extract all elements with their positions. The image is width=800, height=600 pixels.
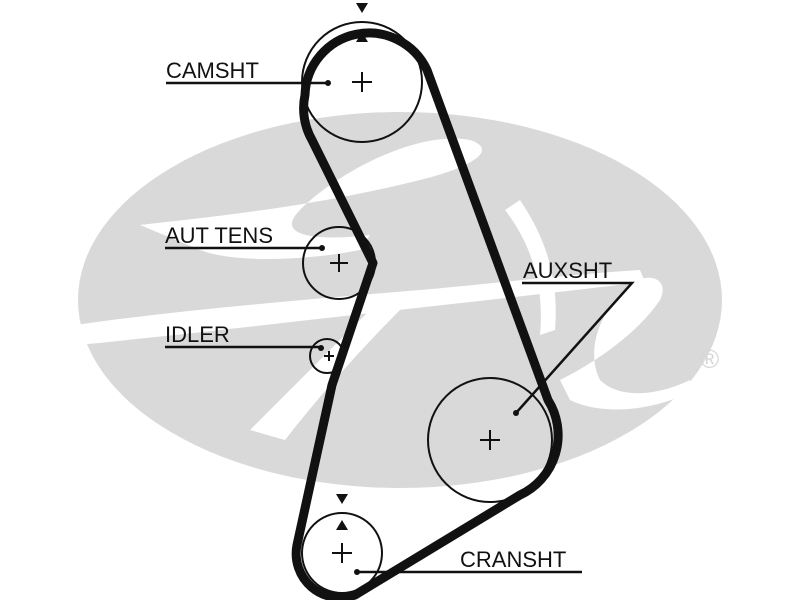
auxshaft-leader-dot (513, 410, 519, 416)
crankshaft-timing-mark-top-icon (336, 494, 348, 504)
idler-center-cross-icon (324, 351, 334, 361)
crankshaft-pulley[interactable] (301, 512, 383, 594)
camshaft-label: CAMSHT (166, 58, 259, 83)
camshaft-center-cross-icon (352, 72, 372, 92)
tensioner-leader-dot (319, 245, 325, 251)
watermark-letter-a (250, 300, 400, 440)
watermark-letter-g (140, 138, 482, 259)
crankshaft-label: CRANSHT (460, 547, 566, 572)
auxiliary-shaft-pulley[interactable] (427, 377, 553, 503)
auxshaft-leader (515, 281, 635, 414)
tensioner-center-cross-icon (330, 254, 348, 272)
watermark-letter-e (560, 277, 690, 410)
camshaft-timing-mark-top-icon (356, 3, 368, 13)
camshaft-leader-dot (325, 80, 331, 86)
auxshaft-center-cross-icon (480, 430, 500, 450)
gates-watermark: ® (75, 112, 722, 488)
crankshaft-leader-dot (354, 569, 360, 575)
auxiliary-shaft-label: AUXSHT (523, 258, 612, 283)
registered-mark: ® (700, 344, 719, 374)
idler-label: IDLER (165, 322, 230, 347)
watermark-letter-t (505, 200, 556, 335)
camshaft-timing-mark-bottom-icon (356, 32, 368, 42)
timing-belt (291, 28, 563, 600)
leader-lines (165, 81, 635, 574)
auto-tensioner-label: AUT TENS (165, 223, 273, 248)
center-marks (324, 72, 500, 563)
timing-marks (336, 3, 368, 530)
idler-leader-dot (318, 345, 324, 351)
crankshaft-center-cross-icon (332, 543, 352, 563)
crankshaft-timing-mark-bottom-icon (336, 520, 348, 530)
leader-dots (318, 80, 519, 575)
